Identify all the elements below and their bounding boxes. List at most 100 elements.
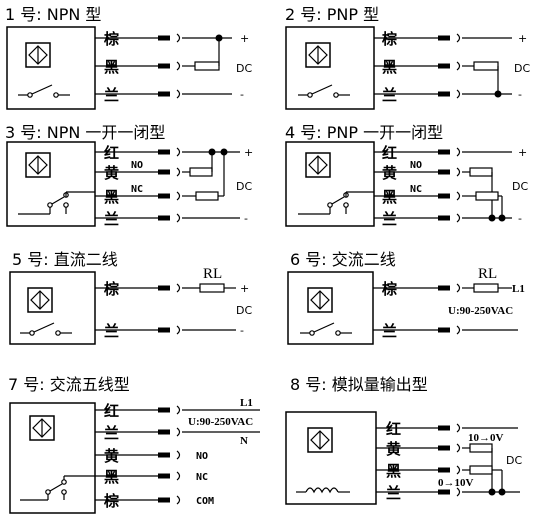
connector-icon xyxy=(456,465,461,475)
resistor-icon xyxy=(473,61,499,71)
resistor-icon xyxy=(473,283,499,293)
neutral-label: N xyxy=(240,435,248,447)
voltage-label: U:90-250VAC xyxy=(188,416,253,428)
junction-dot xyxy=(488,488,496,496)
polarity-label: + xyxy=(244,146,253,159)
junction-dot xyxy=(215,34,223,42)
polarity-label: + xyxy=(518,146,527,159)
sensor-body xyxy=(9,271,96,345)
connector-icon xyxy=(456,487,461,497)
connector-icon xyxy=(176,147,181,157)
switch-terminal-icon xyxy=(47,202,53,208)
wire-line xyxy=(31,84,53,95)
panel-title: 4 号: PNP 一开一闭型 xyxy=(285,123,443,142)
output-label: COM xyxy=(196,496,214,507)
voltage-label: U:90-250VAC xyxy=(448,305,513,317)
contact-label: NC xyxy=(410,184,422,195)
sensor-body xyxy=(6,141,96,227)
contact-label: NC xyxy=(131,184,143,195)
sensor-square-icon xyxy=(29,415,55,441)
polarity-label: - xyxy=(518,212,522,225)
polarity-label: + xyxy=(240,282,249,295)
sensor-body xyxy=(285,26,375,110)
resistor-icon xyxy=(194,61,220,71)
panel-title: 6 号: 交流二线 xyxy=(290,250,396,269)
connector-icon xyxy=(176,191,181,201)
panel-title: 3 号: NPN 一开一闭型 xyxy=(5,123,165,142)
wire-line xyxy=(311,84,333,95)
resistor-icon xyxy=(469,167,493,177)
connector-icon xyxy=(456,89,461,99)
connector-icon xyxy=(456,147,461,157)
wire-line xyxy=(33,322,55,333)
polarity-label: - xyxy=(518,88,522,101)
contact-label: NO xyxy=(410,160,422,171)
sensor-square-icon xyxy=(307,427,333,453)
resistor-icon xyxy=(199,283,225,293)
switch-terminal-icon xyxy=(61,489,67,495)
wire-line xyxy=(313,322,335,333)
connector-icon xyxy=(456,33,461,43)
wire-label: 黑 xyxy=(386,462,401,480)
connector-icon xyxy=(456,167,461,177)
panel-title: 1 号: NPN 型 xyxy=(5,5,101,24)
wire-label: 黄 xyxy=(104,447,119,465)
wire-label: 棕 xyxy=(382,30,397,48)
wire-label: 红 xyxy=(104,144,119,162)
connector-icon xyxy=(456,61,461,71)
resistor-icon xyxy=(475,191,499,201)
junction-dot xyxy=(220,148,228,156)
sensor-square-icon xyxy=(25,152,51,178)
wire-label: 兰 xyxy=(104,86,119,104)
switch-terminal-icon xyxy=(309,330,315,336)
supply-label: DC xyxy=(236,62,252,75)
sensor-square-icon xyxy=(305,42,331,68)
connector-icon xyxy=(456,191,461,201)
connector-icon xyxy=(176,427,181,437)
connector-icon xyxy=(176,283,181,293)
wire-line xyxy=(49,483,63,492)
range-label: 0→10V xyxy=(438,477,474,489)
coil-icon xyxy=(305,487,339,494)
wire-label: 棕 xyxy=(104,30,119,48)
connector-icon xyxy=(176,450,181,460)
connector-icon xyxy=(176,213,181,223)
wire-label: 兰 xyxy=(104,210,119,228)
junction-dot xyxy=(208,148,216,156)
switch-terminal-icon xyxy=(335,330,341,336)
sensor-square-icon xyxy=(305,152,331,178)
switch-terminal-icon xyxy=(27,92,33,98)
sensor-square-icon xyxy=(25,42,51,68)
switch-terminal-icon xyxy=(55,330,61,336)
switch-terminal-icon xyxy=(307,92,313,98)
sensor-square-icon xyxy=(307,287,333,313)
supply-label: DC xyxy=(514,62,530,75)
switch-terminal-icon xyxy=(53,92,59,98)
wire-label: 黑 xyxy=(104,58,119,76)
sensor-body xyxy=(285,411,377,505)
connector-icon xyxy=(456,325,461,335)
switch-terminal-icon xyxy=(29,330,35,336)
wire-label: 棕 xyxy=(104,280,119,298)
sensor-body xyxy=(287,271,374,345)
wire-label: 黄 xyxy=(386,440,401,458)
connector-icon xyxy=(456,213,461,223)
connector-icon xyxy=(176,495,181,505)
connector-icon xyxy=(176,61,181,71)
wire-label: 黑 xyxy=(104,188,119,206)
range-label: 10→0V xyxy=(468,432,504,444)
connector-icon xyxy=(176,325,181,335)
polarity-label: - xyxy=(240,324,244,337)
panel-title: 8 号: 模拟量输出型 xyxy=(290,375,428,394)
junction-dot xyxy=(494,90,502,98)
wire-label: 黄 xyxy=(104,164,119,182)
